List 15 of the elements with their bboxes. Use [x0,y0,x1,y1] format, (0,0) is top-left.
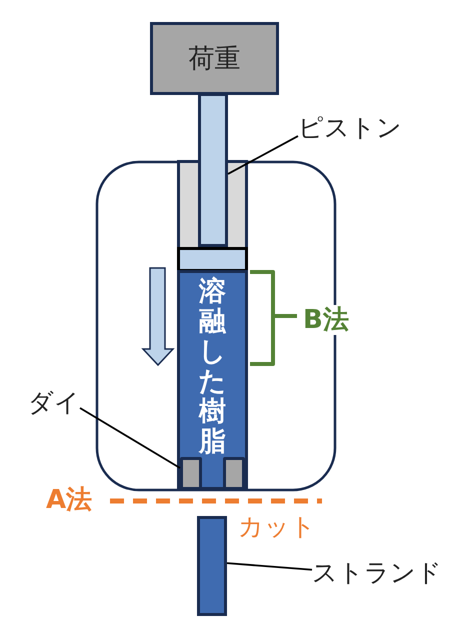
resin-column [177,270,248,490]
leader-line [226,562,312,571]
part-label: ピストン [298,115,402,140]
leader-line [80,407,180,469]
leader-line [228,135,298,175]
load-box: 荷重 [150,22,279,95]
cut-label: カット [238,514,316,539]
strand [197,516,227,616]
part-label: ストランド [312,560,442,585]
method-label: A法 [46,487,92,513]
die-block [223,457,245,490]
die-block [180,457,202,490]
part-label: ダイ [28,390,80,415]
vertical-label: 溶融した樹脂 [198,277,227,457]
piston-rod [198,93,228,247]
